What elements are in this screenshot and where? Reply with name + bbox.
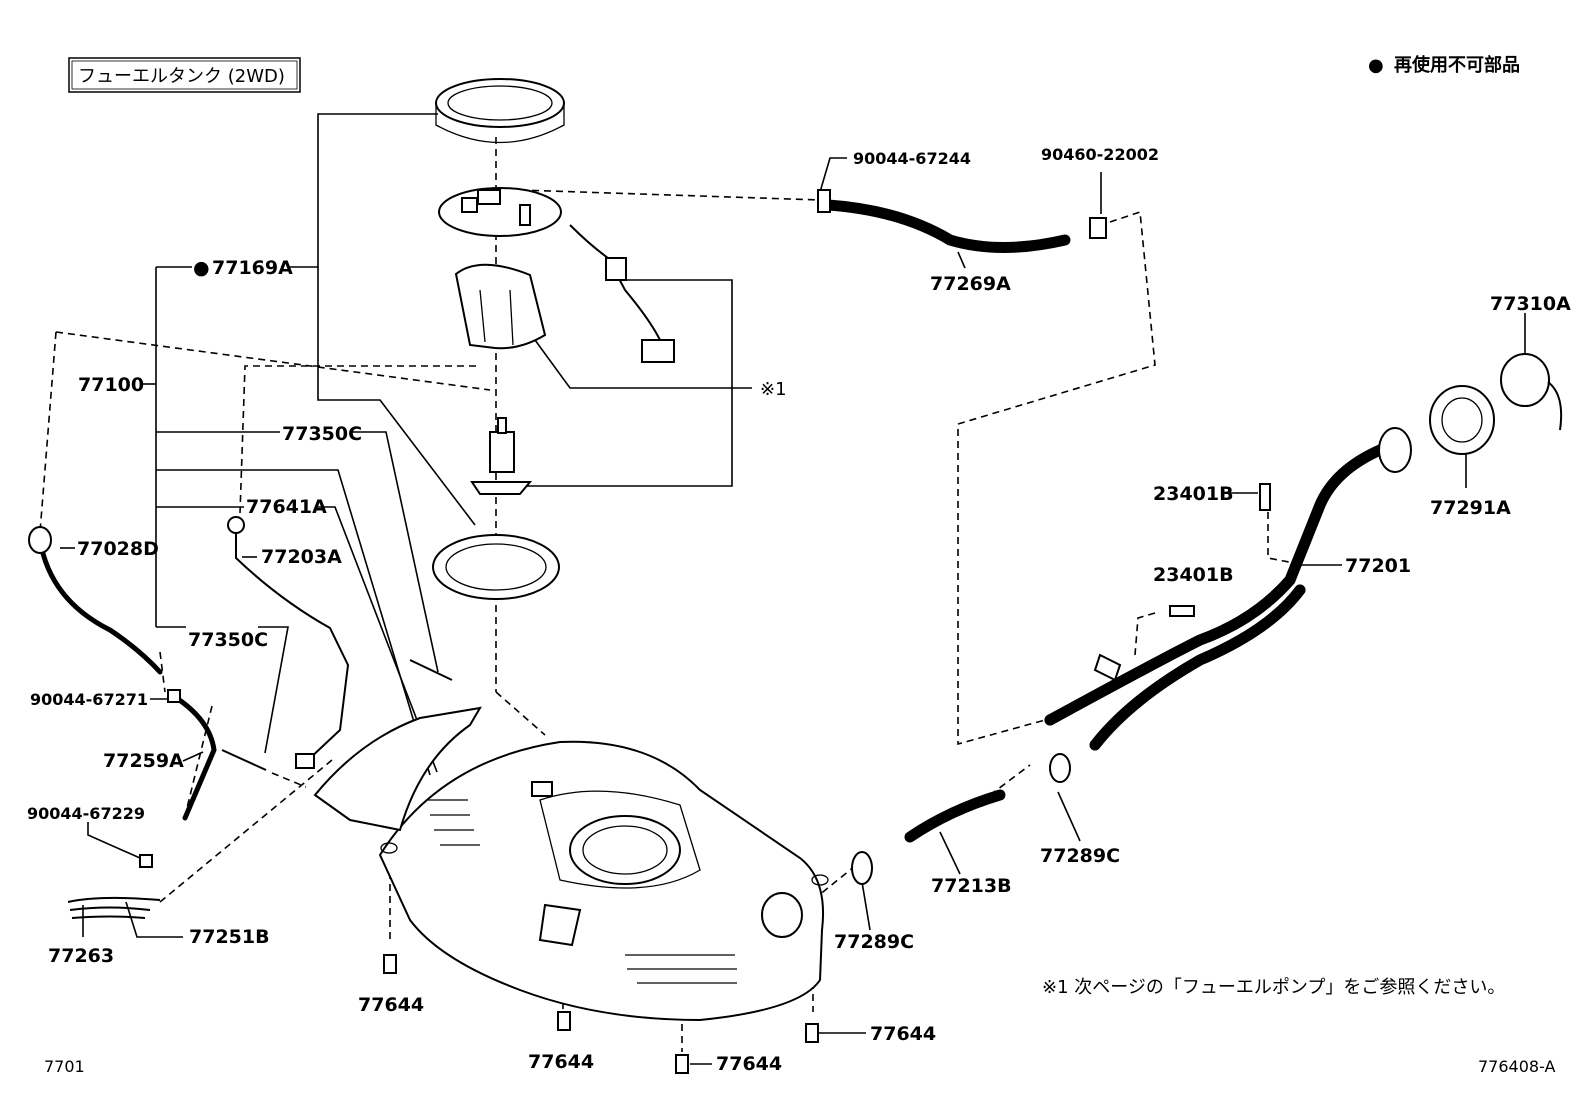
legend: ● 再使用不可部品 [1368, 54, 1520, 76]
label-77169A: 77169A [212, 257, 293, 279]
part-labels: 90044-67244 90460-22002 ● 77169A 77269A … [27, 145, 1571, 1075]
label-90460-22002: 90460-22002 [1041, 145, 1159, 164]
label-90044-67229: 90044-67229 [27, 804, 145, 823]
label-23401B-b: 23401B [1153, 564, 1234, 586]
label-77100: 77100 [78, 374, 144, 396]
hose-clamps [851, 753, 1071, 885]
tank-bolts-77644 [383, 954, 819, 1074]
diagram-title: フューエルタンク (2WD) [78, 66, 285, 87]
label-77644-a: 77644 [358, 994, 424, 1016]
fuel-hose-77269A [817, 189, 1107, 253]
label-77169A-mark: ● [193, 257, 210, 279]
fuel-sender-wire [569, 224, 675, 363]
legend-text: 再使用不可部品 [1394, 54, 1520, 76]
fuel-pump-flange [438, 187, 562, 237]
label-77201: 77201 [1345, 555, 1411, 577]
label-77350C-top: 77350C [282, 423, 362, 445]
label-77644-d: 77644 [870, 1023, 936, 1045]
figure-code: 776408-A [1478, 1057, 1556, 1076]
tubes-77263-77251B [67, 896, 161, 919]
vent-hose-77028D [28, 526, 163, 675]
label-23401B-a: 23401B [1153, 483, 1234, 505]
fuel-pump-gasket-top [435, 78, 565, 144]
fuel-pump-motor [470, 417, 533, 495]
label-90044-67244: 90044-67244 [853, 149, 971, 168]
evap-tube-77203A [227, 516, 350, 769]
page-code: 7701 [44, 1057, 85, 1076]
label-77269A: 77269A [930, 273, 1011, 295]
label-77641A: 77641A [246, 496, 327, 518]
leader-lines [60, 113, 1526, 1065]
label-77251B: 77251B [189, 926, 270, 948]
label-77213B: 77213B [931, 875, 1012, 897]
label-77644-c: 77644 [716, 1053, 782, 1075]
filler-hose-77213B [904, 789, 1006, 843]
assembly-dashed-lines [39, 137, 1306, 1052]
label-77291A: 77291A [1430, 497, 1511, 519]
label-77289C-a: 77289C [1040, 845, 1120, 867]
bolts-23401B [1169, 483, 1271, 617]
fuel-pump-gasket-bottom [432, 534, 560, 600]
legend-bullet-icon: ● [1368, 55, 1384, 76]
label-77350C-low: 77350C [188, 629, 268, 651]
label-footnote-marker: ※1 [760, 379, 787, 400]
label-77203A: 77203A [261, 546, 342, 568]
footnote-text: ※1 次ページの「フューエルポンプ」をご参照ください。 [1042, 977, 1505, 998]
filler-neck-ring [1429, 385, 1495, 455]
label-90044-67271: 90044-67271 [30, 690, 148, 709]
clips-77350C [221, 659, 453, 771]
label-77644-b: 77644 [528, 1051, 594, 1073]
label-77263: 77263 [48, 945, 114, 967]
label-77259A: 77259A [103, 750, 184, 772]
diagram-title-box: フューエルタンク (2WD) [68, 57, 301, 93]
fuel-cap [1500, 353, 1563, 431]
fuel-pump-body [454, 263, 547, 350]
label-77310A: 77310A [1490, 293, 1571, 315]
vent-hose-77259A [139, 689, 217, 868]
label-77028D: 77028D [77, 538, 159, 560]
fuel-tank [313, 706, 829, 1022]
fuel-filler-pipe [1044, 427, 1412, 751]
label-77289C-b: 77289C [834, 931, 914, 953]
